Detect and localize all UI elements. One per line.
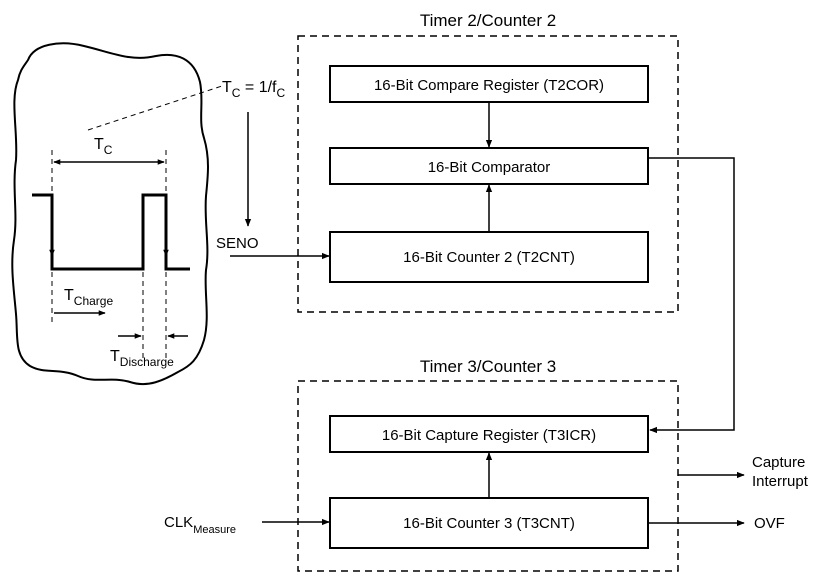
capture-register-box bbox=[329, 415, 649, 453]
timer2-dashed-border bbox=[297, 35, 679, 313]
capture-register-label: 16-Bit Capture Register (T3ICR) bbox=[382, 427, 596, 444]
timer3-dashed-border bbox=[297, 380, 679, 572]
timer3-title: Timer 3/Counter 3 bbox=[420, 357, 556, 376]
formula-leader-line bbox=[87, 85, 223, 131]
compare-register-label: 16-Bit Compare Register (T2COR) bbox=[374, 77, 604, 94]
clk-label: CLKMeasure bbox=[164, 514, 236, 536]
capture-label-line1: Capture bbox=[752, 454, 805, 471]
seno-label: SENO bbox=[216, 235, 259, 252]
waveform-callout: TC TCharge TDischarge bbox=[11, 42, 209, 386]
compare-register-box bbox=[329, 65, 649, 103]
tcharge-label: TCharge bbox=[64, 287, 113, 308]
comparator-label: 16-Bit Comparator bbox=[428, 159, 551, 176]
capture-label-line2: Interrupt bbox=[752, 473, 809, 490]
counter2-label: 16-Bit Counter 2 (T2CNT) bbox=[403, 249, 575, 266]
comparator-to-capture-line bbox=[648, 157, 735, 434]
counter2-box bbox=[329, 231, 649, 283]
timer3-group: Timer 3/Counter 3 16-Bit Capture Registe… bbox=[297, 357, 679, 572]
tc-formula: TC = 1/fC bbox=[222, 79, 285, 100]
timer2-group: Timer 2/Counter 2 16-Bit Compare Registe… bbox=[297, 11, 679, 313]
timer2-title: Timer 2/Counter 2 bbox=[420, 11, 556, 30]
tdischarge-label: TDischarge bbox=[110, 348, 174, 369]
clk-subscript: Measure bbox=[193, 524, 236, 536]
tc-label: TC bbox=[94, 136, 113, 157]
callout-blob-outline bbox=[11, 42, 209, 386]
ovf-label: OVF bbox=[754, 515, 785, 532]
counter3-label: 16-Bit Counter 3 (T3CNT) bbox=[403, 515, 575, 532]
comparator-box bbox=[329, 147, 649, 185]
